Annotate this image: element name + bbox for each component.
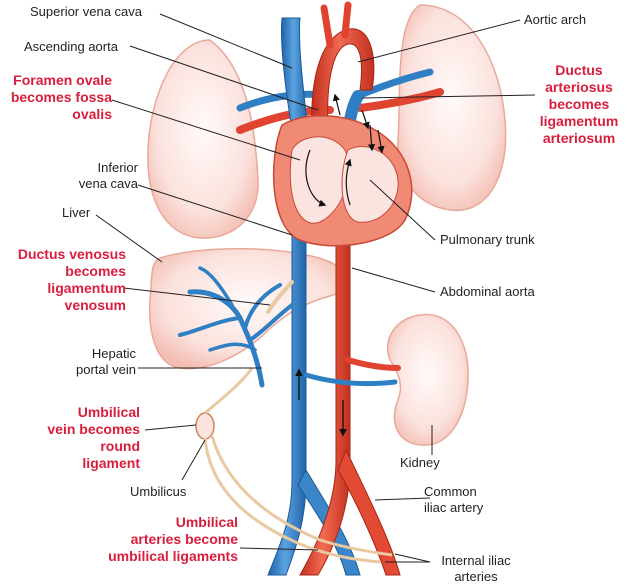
label-superior-vena-cava: Superior vena cava	[30, 4, 143, 19]
pulmonary-artery-right	[356, 88, 444, 112]
label-ductus-arteriosus: Ductus arteriosus becomes ligamentum art…	[539, 62, 619, 146]
flow-arrow-3	[332, 93, 341, 116]
aortic-branch-2	[341, 1, 352, 39]
label-hepatic-portal-vein: Hepatic portal vein	[76, 346, 136, 377]
flow-arrow-2	[344, 158, 352, 206]
inferior-vena-cava	[267, 219, 307, 576]
right-lung	[396, 4, 507, 212]
round-ligament	[204, 367, 254, 415]
renal-artery	[345, 357, 401, 371]
label-umbilicus: Umbilicus	[130, 484, 187, 499]
kidney	[386, 313, 469, 446]
label-internal-iliac-arteries: Internal iliac arteries	[441, 553, 511, 584]
flow-arrow-5	[377, 129, 385, 154]
label-ascending-aorta: Ascending aorta	[24, 39, 118, 54]
hepatic-branch-5	[208, 342, 257, 352]
label-umbilical-arteries: Umbilical arteries become umbilical liga…	[108, 514, 238, 564]
aortic-arch	[311, 28, 375, 131]
hepatic-branch-1	[178, 316, 242, 337]
label-liver: Liver	[62, 205, 91, 220]
common-iliac-artery-right	[337, 448, 401, 576]
flow-arrow-1	[305, 149, 327, 207]
label-ductus-venosus: Ductus venosus becomes ligamentum venosu…	[17, 246, 126, 313]
umbilical-ligament-1	[203, 437, 381, 564]
ligamentum-venosum-vessel	[266, 280, 294, 314]
umbilicus	[195, 412, 215, 440]
label-inferior-vena-cava: Inferior vena cava	[78, 160, 138, 191]
pulmonary-vein-right	[356, 68, 434, 99]
label-abdominal-aorta: Abdominal aorta	[440, 284, 535, 299]
aortic-branch-1	[320, 4, 334, 49]
label-pulmonary-trunk: Pulmonary trunk	[440, 232, 535, 247]
liver	[148, 248, 345, 370]
renal-vein	[303, 372, 398, 387]
left-lung	[147, 39, 259, 239]
umbilical-ligament-2	[210, 435, 393, 557]
flow-arrow-4	[367, 124, 376, 152]
hepatic-branch-3	[248, 303, 294, 342]
label-common-iliac-artery: Common iliac artery	[424, 484, 484, 515]
label-foramen-ovale: Foramen ovale becomes fossa ovalis	[10, 72, 112, 122]
flow-arrow-6	[361, 109, 370, 130]
label-umbilical-vein: Umbilical vein becomes round ligament	[47, 404, 140, 471]
leader-lines	[95, 13, 536, 563]
label-kidney: Kidney	[400, 455, 440, 470]
label-aortic-arch: Aortic arch	[524, 12, 587, 27]
